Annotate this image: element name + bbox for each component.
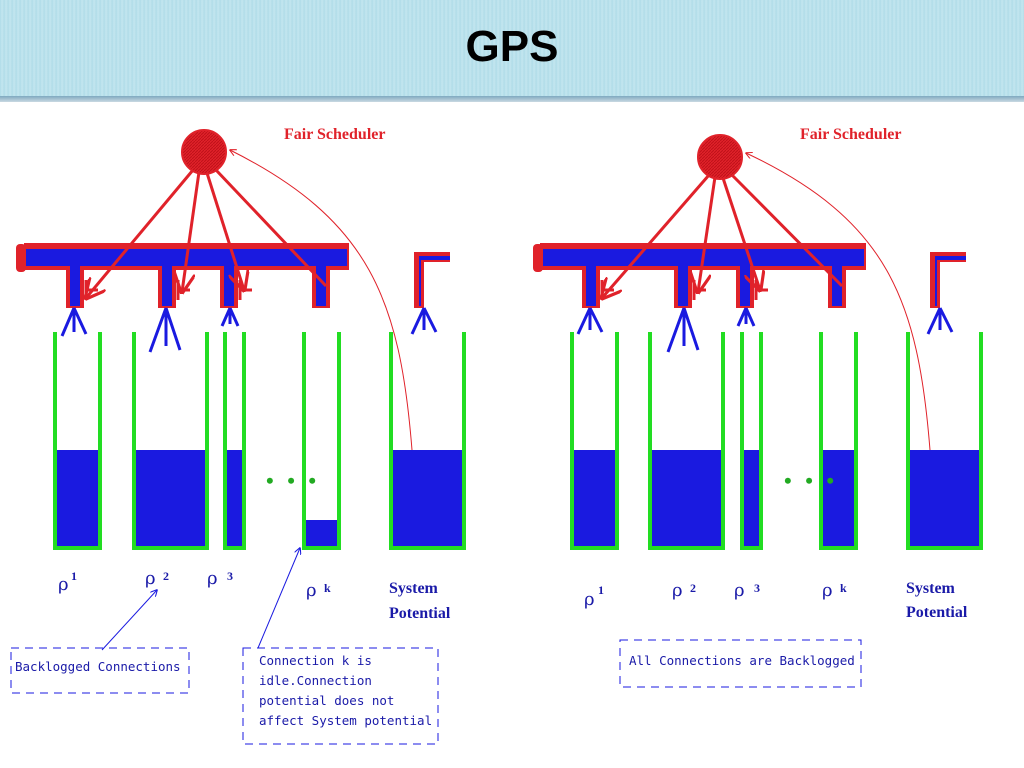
right-queue-buckets [570, 332, 983, 550]
right-queue-k [819, 332, 858, 550]
right-scheduler-spokes [602, 173, 844, 298]
left-rho-1: ρ [58, 574, 69, 595]
right-rho-1: ρ [584, 589, 595, 610]
right-system-potential-bucket [906, 332, 983, 550]
right-nozzles [576, 307, 954, 353]
left-rho-2: ρ [145, 568, 156, 589]
left-queue-k [302, 332, 341, 550]
left-rho-k-index: k [324, 581, 331, 595]
left-backlogged-callout-arrow [101, 590, 157, 651]
right-rho-k-index: k [840, 581, 847, 595]
left-nozzles [60, 300, 438, 353]
left-queue-3 [223, 332, 246, 550]
right-queue-3 [740, 332, 763, 550]
left-backlogged-note-box [10, 647, 190, 694]
right-system-label: System [906, 580, 956, 597]
left-rho-2-index: 2 [163, 569, 169, 583]
right-rho-3-index: 3 [754, 581, 760, 595]
left-rho-3: ρ [207, 568, 218, 589]
left-rho-k: ρ [306, 580, 317, 601]
left-idle-note-line-4: affect System potential [259, 713, 433, 728]
left-rho-1-index: 1 [71, 569, 77, 583]
left-queue-1 [53, 332, 102, 550]
right-potential-label: Potential [906, 604, 968, 621]
slide-title: GPS [465, 22, 559, 71]
left-system-label: System [389, 580, 439, 597]
right-rho-k: ρ [822, 580, 833, 601]
left-rho-labels: ρ 1 ρ 2 ρ 3 ρ k [58, 568, 331, 601]
right-fair-scheduler-icon [697, 134, 743, 180]
left-idle-callout-arrow [257, 548, 300, 649]
left-idle-note-box [242, 647, 439, 745]
left-queue-buckets [53, 332, 466, 550]
right-rho-3: ρ [734, 580, 745, 601]
left-idle-note-line-2: idle.Connection [259, 673, 372, 688]
slide-header-background [0, 0, 1024, 96]
right-fair-scheduler-label: Fair Scheduler [800, 126, 901, 143]
right-ellipsis: • • • [784, 468, 838, 493]
right-rho-2: ρ [672, 580, 683, 601]
left-ellipsis: • • • [266, 468, 320, 493]
right-rho-2-index: 2 [690, 581, 696, 595]
right-panel: Fair Scheduler [533, 126, 983, 688]
right-queue-1 [570, 332, 619, 550]
right-all-backlogged-note-box [619, 639, 862, 688]
right-all-backlogged-note: All Connections are Backlogged [629, 653, 855, 668]
left-idle-note-line-1: Connection k is [259, 653, 372, 668]
left-rho-3-index: 3 [227, 569, 233, 583]
right-system-potential-feedback-arrow [746, 153, 931, 451]
right-rho-1-index: 1 [598, 583, 604, 597]
left-scheduler-spokes [86, 168, 328, 298]
left-fair-scheduler-icon [181, 129, 227, 175]
left-backlogged-note: Backlogged Connections [15, 659, 181, 674]
left-system-potential-bucket [389, 332, 466, 550]
left-potential-label: Potential [389, 605, 451, 622]
left-system-potential-feedback-arrow [230, 150, 413, 451]
left-queue-2 [132, 332, 209, 550]
right-rho-labels: ρ 1 ρ 2 ρ 3 ρ k [584, 580, 847, 610]
left-panel: Fair Scheduler [10, 126, 466, 745]
right-queue-2 [648, 332, 725, 550]
right-pipe-manifold [533, 243, 966, 308]
left-fair-scheduler-label: Fair Scheduler [284, 126, 385, 143]
left-idle-note-line-3: potential does not [259, 693, 395, 708]
slide-header-divider [0, 96, 1024, 102]
